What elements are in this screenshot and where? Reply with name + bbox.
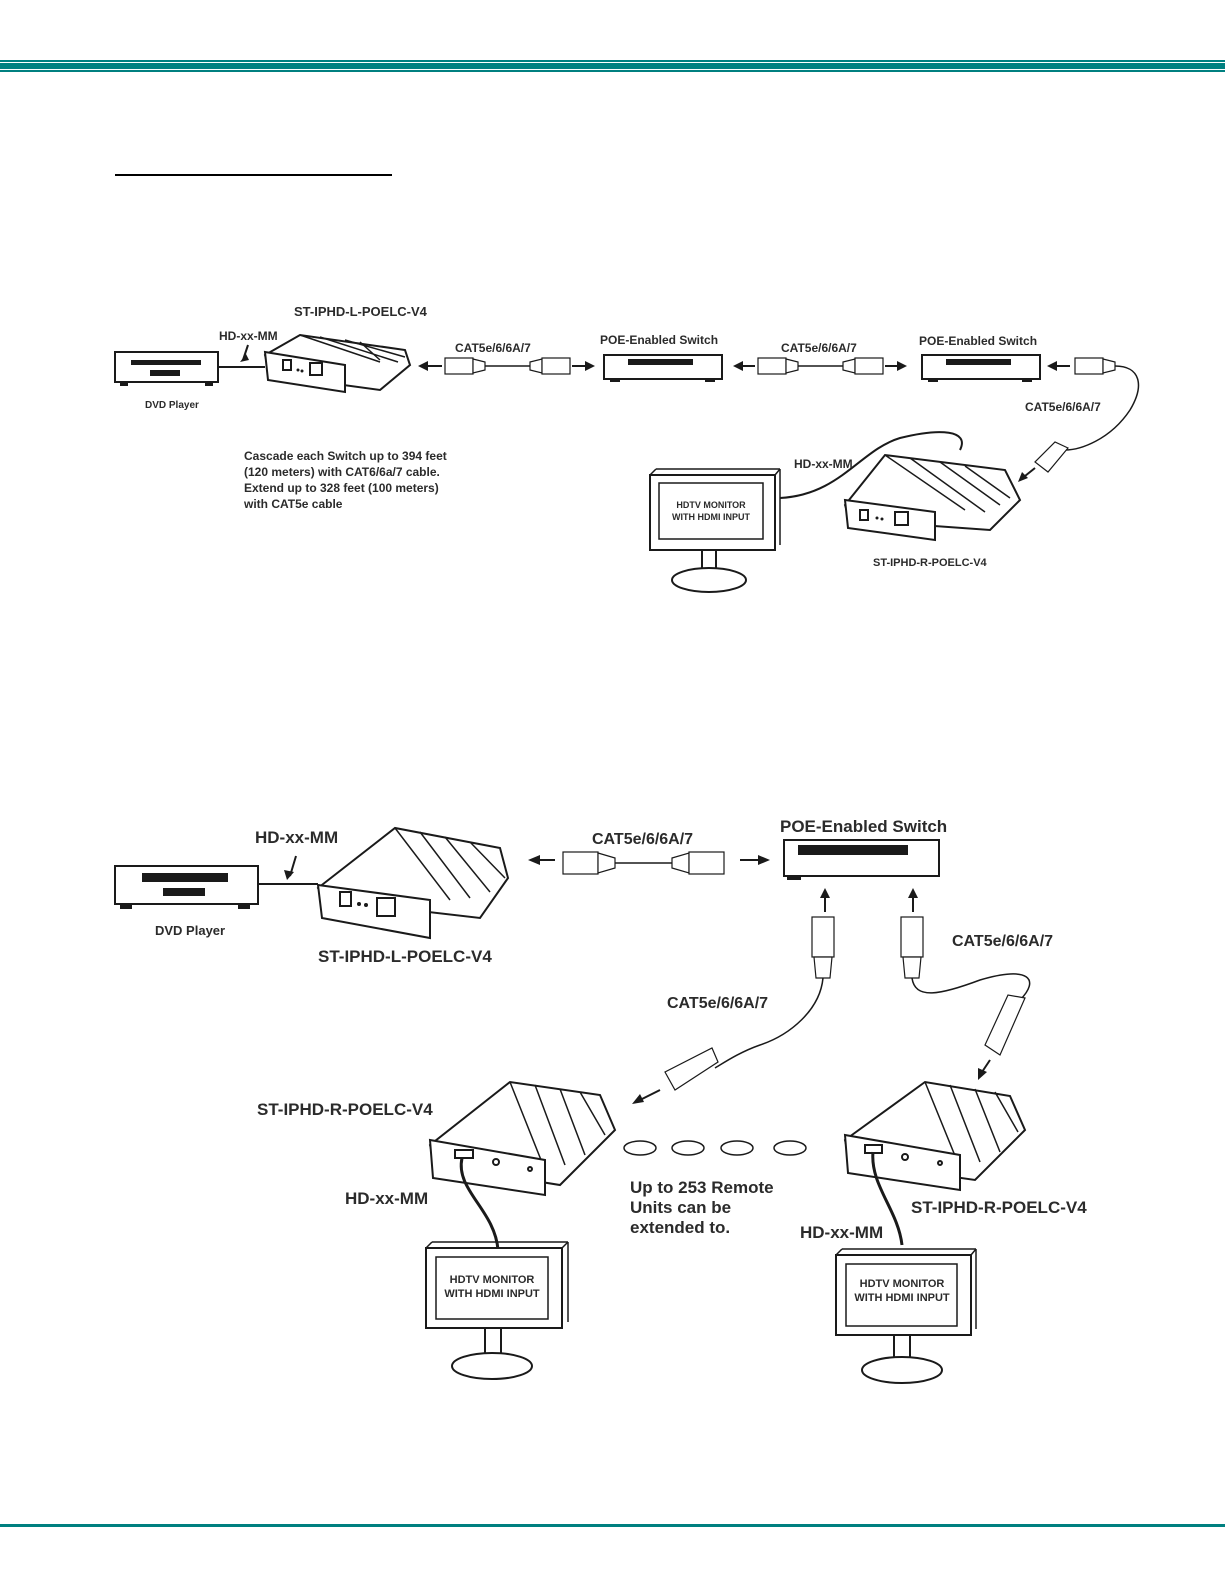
receiver-2-model-label: ST-IPHD-R-POELC-V4 — [911, 1198, 1087, 1217]
placeholder-unit — [671, 1140, 705, 1156]
hdtv-monitor — [649, 468, 781, 593]
ethernet-cable-3 — [900, 888, 1031, 1080]
ethernet-cable-1 — [418, 357, 595, 375]
header-band-bottom — [0, 70, 1225, 72]
hdtv-monitor-2 — [835, 1248, 977, 1384]
ethernet-cable-1 — [528, 851, 770, 875]
poe-switch-1 — [603, 354, 723, 382]
sender-model-label: ST-IPHD-L-POELC-V4 — [318, 947, 492, 966]
placeholder-unit — [773, 1140, 807, 1156]
hdmi-cable-receiver — [779, 431, 963, 499]
monitor-label-line-1: HDTV MONITOR — [676, 500, 746, 510]
expansion-placeholders — [623, 1140, 807, 1156]
dvd-player-label: DVD Player — [155, 923, 225, 938]
receiver-2-hdmi-label: HD-xx-MM — [800, 1223, 883, 1242]
placeholder-unit — [720, 1140, 754, 1156]
dvd-player-label: DVD Player — [145, 400, 199, 411]
cascade-diagram: DVD Player HD-xx-MM ST-IPHD-L-POELC-V4 C… — [114, 304, 1140, 593]
section-title-underline — [115, 174, 392, 176]
monitor-2-label-line-2: WITH HDMI INPUT — [854, 1292, 950, 1304]
monitor-label-line-2: WITH HDMI INPUT — [672, 512, 750, 522]
expansion-note: Up to 253 Remote Units can be extended t… — [630, 1178, 778, 1237]
ethernet-cable-3 — [1018, 357, 1140, 482]
expansion-note-line-2: Units can be — [630, 1198, 731, 1217]
receiver-2-hdmi-cable — [871, 1151, 904, 1246]
cascade-note: Cascade each Switch up to 394 feet (120 … — [243, 449, 450, 511]
cascade-note-line-2: (120 meters) with CAT6/6a/7 cable. — [244, 465, 440, 479]
dvd-player — [114, 351, 219, 386]
arrow-icon — [240, 344, 249, 362]
cable-1-label: CAT5e/6/6A/7 — [592, 831, 693, 848]
poe-switch-2 — [921, 354, 1041, 382]
arrow-icon — [284, 855, 297, 880]
expansion-note-line-1: Up to 253 Remote — [630, 1178, 774, 1197]
placeholder-unit — [623, 1140, 657, 1156]
cable-2-label: CAT5e/6/6A/7 — [781, 341, 857, 355]
header-band-main — [0, 63, 1225, 69]
hdtv-monitor-1 — [425, 1241, 569, 1380]
receiver-hdmi-cable-label: HD-xx-MM — [794, 457, 853, 471]
cascade-note-line-4: with CAT5e cable — [243, 497, 343, 511]
sender-unit — [263, 333, 412, 394]
sender-model-label: ST-IPHD-L-POELC-V4 — [294, 304, 428, 319]
monitor-2-label-line-1: HDTV MONITOR — [860, 1278, 945, 1290]
poe-switch — [783, 839, 940, 880]
monitor-1-label-line-2: WITH HDMI INPUT — [444, 1288, 540, 1300]
receiver-1-model-label: ST-IPHD-R-POELC-V4 — [257, 1100, 433, 1119]
ethernet-cable-2 — [733, 357, 907, 375]
receiver-model-label: ST-IPHD-R-POELC-V4 — [873, 557, 988, 569]
expansion-note-line-3: extended to. — [630, 1218, 730, 1237]
cable-3-label: CAT5e/6/6A/7 — [1025, 400, 1101, 414]
multi-receiver-diagram: DVD Player HD-xx-MM ST-IPHD-L-POELC-V4 C… — [114, 817, 1087, 1384]
switch-2-label: POE-Enabled Switch — [919, 334, 1037, 348]
monitor-1-label-line-1: HDTV MONITOR — [450, 1274, 535, 1286]
cable-2-label: CAT5e/6/6A/7 — [667, 995, 768, 1012]
receiver-1-hdmi-cable — [459, 1157, 500, 1251]
header-band-top — [0, 60, 1225, 62]
receiver-1-hdmi-label: HD-xx-MM — [345, 1189, 428, 1208]
cascade-note-line-1: Cascade each Switch up to 394 feet — [244, 449, 447, 463]
cascade-note-line-3: Extend up to 328 feet (100 meters) — [244, 481, 439, 495]
footer-band — [0, 1524, 1225, 1527]
switch-label: POE-Enabled Switch — [780, 817, 947, 836]
sender-unit — [316, 826, 510, 940]
receiver-unit-2 — [843, 1080, 1027, 1192]
receiver-unit-1 — [428, 1080, 617, 1197]
dvd-player — [114, 865, 259, 909]
receiver-unit — [843, 453, 1022, 542]
cable-1-label: CAT5e/6/6A/7 — [455, 341, 531, 355]
ethernet-cable-2 — [632, 888, 835, 1104]
cable-3-label: CAT5e/6/6A/7 — [952, 933, 1053, 950]
hdmi-cable-label: HD-xx-MM — [219, 329, 278, 343]
switch-1-label: POE-Enabled Switch — [600, 333, 718, 347]
hdmi-cable-label: HD-xx-MM — [255, 828, 338, 847]
